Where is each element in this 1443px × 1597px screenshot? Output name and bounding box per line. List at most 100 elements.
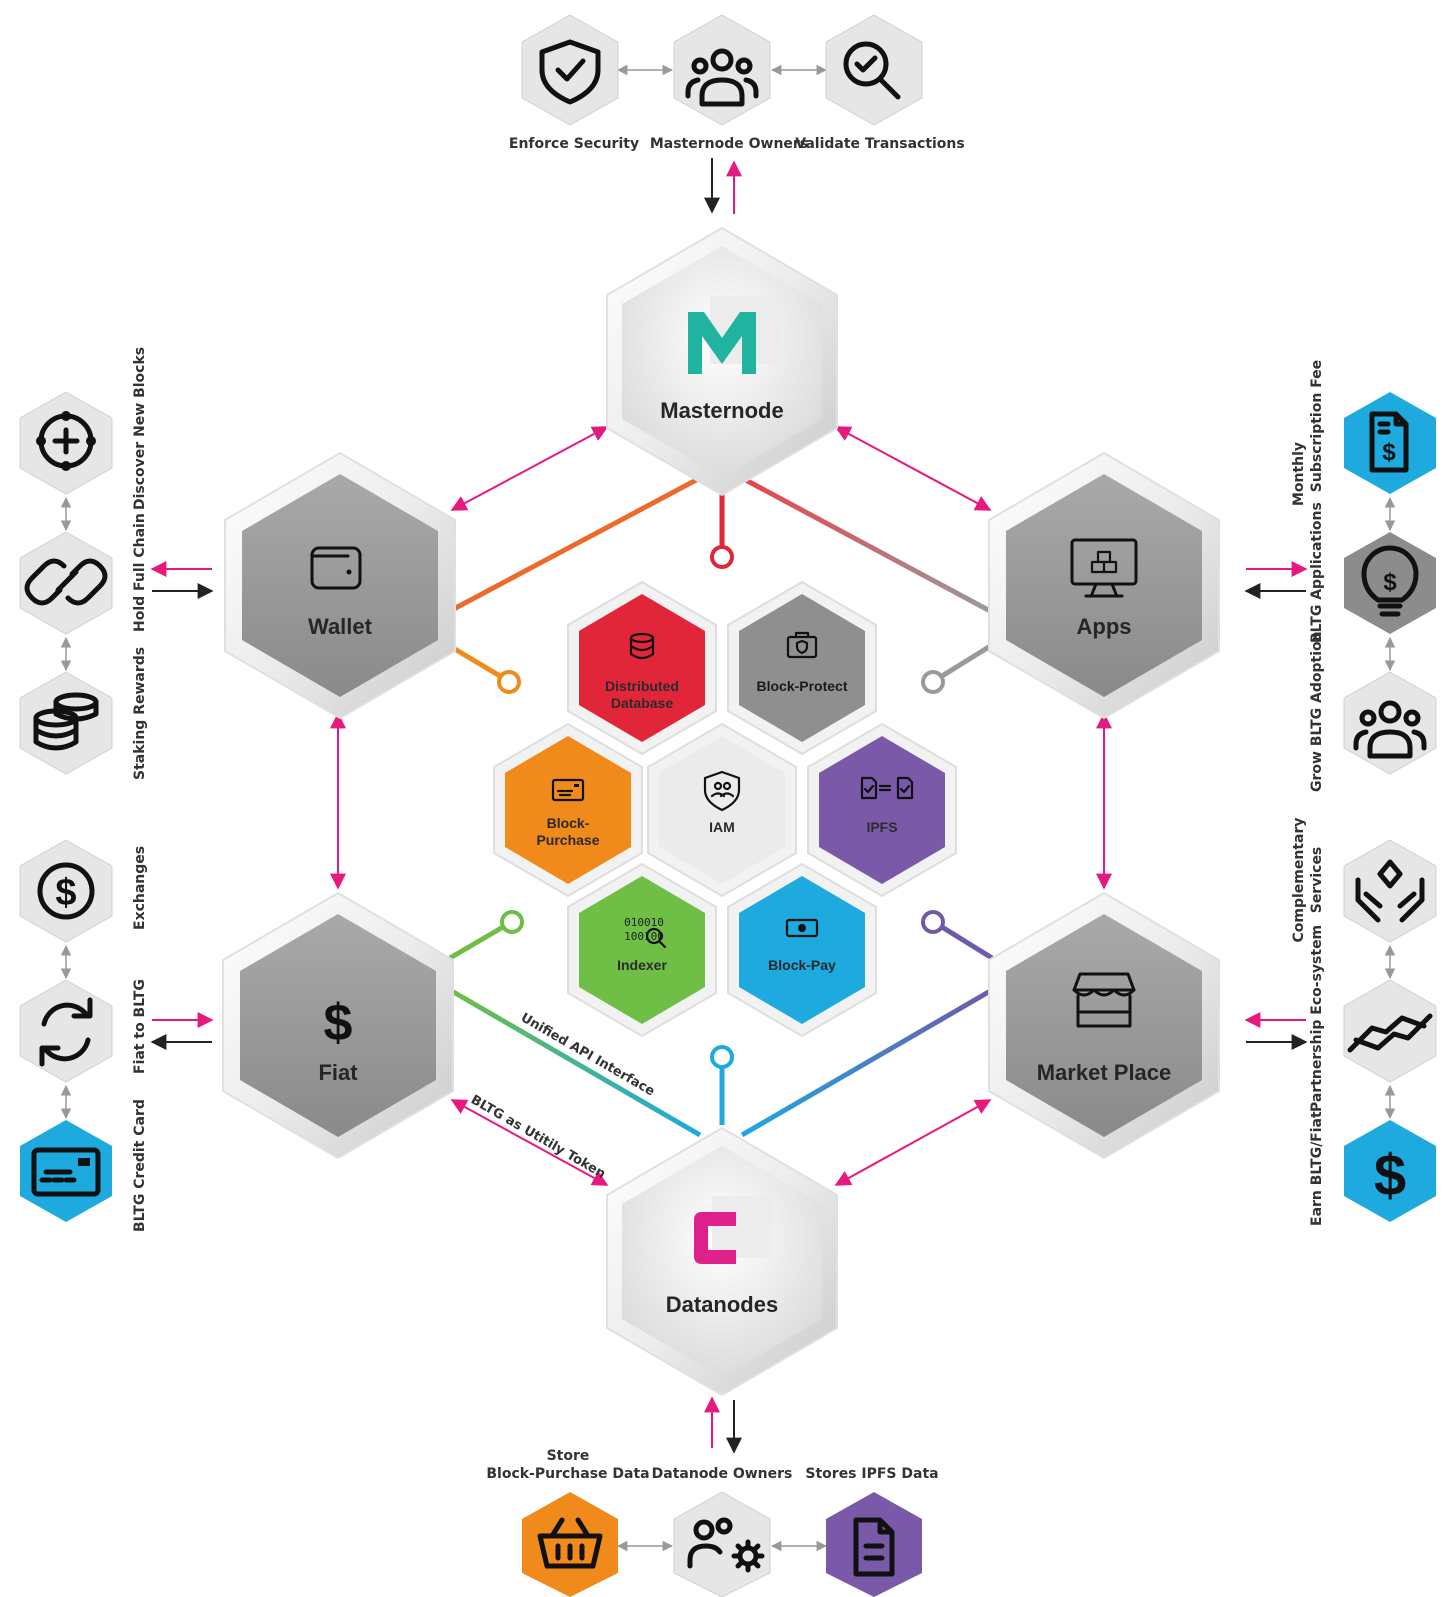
left-label-hold-full-chain: Hold Full Chain bbox=[132, 513, 148, 632]
right-label-monthly: Monthly bbox=[1291, 442, 1307, 506]
service-iam[interactable]: IAM bbox=[647, 722, 797, 898]
left-hex-fiat-to-bltg[interactable] bbox=[19, 979, 113, 1083]
service-label-block-pay: Block-Pay bbox=[768, 957, 836, 973]
hub-label-datanodes: Datanodes bbox=[666, 1292, 778, 1317]
bottom-label-store-2: Block-Purchase Data bbox=[486, 1466, 649, 1482]
bottom-group: Store Block-Purchase Data Datanode Owner… bbox=[486, 1396, 939, 1597]
service-label-block-purchase-2: Purchase bbox=[536, 832, 599, 848]
right-hex-partnership[interactable] bbox=[1343, 979, 1437, 1083]
top-label-masternode-owners: Masternode Owners bbox=[650, 136, 808, 152]
hub-label-fiat: Fiat bbox=[318, 1060, 358, 1085]
hub-masternode[interactable]: Masternode bbox=[606, 226, 838, 497]
right-bottom-group: $ Complementary Services Partnership Eco… bbox=[1244, 817, 1437, 1226]
monitor-icon bbox=[1070, 538, 1138, 598]
bottom-hex-store-block-purchase[interactable] bbox=[522, 1492, 618, 1597]
left-hex-staking-rewards[interactable] bbox=[19, 671, 113, 775]
refresh-icon bbox=[39, 997, 93, 1067]
magnifier-icon bbox=[645, 927, 667, 949]
top-hex-masternode-owners[interactable] bbox=[673, 14, 771, 126]
hands-diamond-icon bbox=[1355, 859, 1425, 923]
bottom-hex-stores-ipfs[interactable] bbox=[826, 1492, 922, 1597]
service-indexer[interactable]: 010010 100100 Indexer bbox=[567, 862, 717, 1038]
handshake-icon bbox=[1347, 1013, 1433, 1053]
service-block-pay[interactable]: Block-Pay bbox=[727, 862, 877, 1038]
right-label-complementary: Complementary bbox=[1291, 817, 1307, 942]
service-label-distributed-2: Database bbox=[611, 695, 673, 711]
edge-label-utility-token: BLTG as Utitily Token bbox=[468, 1092, 608, 1181]
dollar-icon: $ bbox=[1374, 1143, 1406, 1208]
right-label-services: Services bbox=[1309, 847, 1325, 914]
left-hex-credit-card[interactable] bbox=[20, 1120, 112, 1222]
left-hex-exchanges[interactable]: $ bbox=[19, 839, 113, 943]
invoice-icon: $ bbox=[1369, 411, 1409, 473]
service-label-ipfs: IPFS bbox=[866, 819, 897, 835]
dollar-icon: $ bbox=[324, 994, 353, 1052]
left-label-exchanges: Exchanges bbox=[132, 846, 148, 930]
left-label-credit-card: BLTG Credit Card bbox=[132, 1099, 148, 1232]
hub-label-masternode: Masternode bbox=[660, 398, 783, 423]
top-hex-validate-transactions[interactable] bbox=[825, 14, 923, 126]
service-label-block-purchase-1: Block- bbox=[547, 815, 590, 831]
shield-check-icon bbox=[539, 39, 601, 105]
basket-icon bbox=[537, 1517, 603, 1569]
hub-fiat[interactable]: $ Fiat bbox=[222, 891, 454, 1160]
cash-icon bbox=[785, 918, 819, 938]
left-label-staking-rewards: Staking Rewards bbox=[132, 647, 148, 780]
storefront-icon bbox=[1072, 972, 1136, 1028]
service-distributed-database[interactable]: Distributed Database bbox=[567, 580, 717, 756]
left-bottom-group: $ Exchanges Fiat to BLTG BLTG Credit Car… bbox=[19, 839, 214, 1232]
crosshair-plus-icon bbox=[36, 411, 96, 471]
service-block-purchase[interactable]: Block- Purchase bbox=[493, 722, 643, 898]
hub-datanodes[interactable]: Datanodes bbox=[606, 1126, 838, 1397]
datanodes-logo bbox=[694, 1196, 772, 1264]
service-label-distributed-1: Distributed bbox=[605, 678, 679, 694]
users-gear-icon bbox=[687, 1517, 765, 1573]
indexer-bits-1: 010010 bbox=[624, 916, 664, 929]
indexer-bits-2: 100100 bbox=[624, 930, 664, 943]
service-label-iam: IAM bbox=[709, 819, 735, 835]
bottom-hex-datanode-owners[interactable] bbox=[673, 1491, 771, 1597]
hub-label-apps: Apps bbox=[1077, 614, 1132, 639]
right-label-bltg-applications: BLTG Applications bbox=[1309, 502, 1325, 643]
top-hex-enforce-security[interactable] bbox=[521, 14, 619, 126]
left-label-discover-blocks: Discover New Blocks bbox=[132, 347, 148, 510]
left-hex-discover-blocks[interactable] bbox=[19, 391, 113, 495]
file-sync-icon bbox=[860, 776, 914, 800]
top-label-validate-transactions: Validate Transactions bbox=[795, 136, 964, 152]
dollar-circle-icon: $ bbox=[37, 862, 95, 920]
svg-text:$: $ bbox=[1382, 439, 1396, 466]
briefcase-shield-icon bbox=[786, 631, 818, 659]
lightbulb-dollar-icon: $ bbox=[1361, 545, 1419, 617]
hub-wallet[interactable]: Wallet bbox=[224, 451, 456, 720]
right-label-subscription-fee: Subscription Fee bbox=[1309, 360, 1325, 492]
users-group-icon bbox=[685, 48, 759, 107]
bottom-label-datanode-owners: Datanode Owners bbox=[652, 1466, 793, 1482]
right-hex-earn-bltg[interactable]: $ bbox=[1344, 1120, 1436, 1222]
service-label-block-protect: Block-Protect bbox=[756, 678, 847, 694]
left-top-group: Discover New Blocks Hold Full Chain Stak… bbox=[19, 347, 214, 780]
right-hex-complementary-services[interactable] bbox=[1343, 839, 1437, 943]
masternode-logo bbox=[688, 296, 780, 374]
ring-lines bbox=[429, 475, 1013, 1138]
right-label-partnership: Partnership Eco-system bbox=[1309, 925, 1325, 1112]
database-icon bbox=[629, 632, 655, 660]
service-label-indexer: Indexer bbox=[617, 957, 667, 973]
bottom-label-store-1: Store bbox=[547, 1448, 590, 1464]
service-block-protect[interactable]: Block-Protect bbox=[727, 580, 877, 756]
wallet-icon bbox=[310, 546, 362, 590]
shield-users-icon bbox=[703, 770, 741, 812]
right-hex-grow-adoption[interactable] bbox=[1343, 671, 1437, 775]
left-label-fiat-to-bltg: Fiat to BLTG bbox=[132, 979, 148, 1074]
hub-arrows bbox=[330, 426, 1112, 1186]
service-ipfs[interactable]: IPFS bbox=[807, 722, 957, 898]
svg-text:$: $ bbox=[55, 872, 76, 914]
right-hex-subscription-fee[interactable]: $ bbox=[1344, 392, 1436, 494]
right-hex-bltg-applications[interactable]: $ bbox=[1344, 532, 1436, 634]
hub-apps[interactable]: Apps bbox=[988, 451, 1220, 720]
top-label-enforce-security: Enforce Security bbox=[509, 136, 639, 152]
magnifier-check-icon bbox=[843, 41, 901, 100]
hub-label-market-place: Market Place bbox=[1037, 1060, 1172, 1085]
left-hex-hold-full-chain[interactable] bbox=[19, 531, 113, 635]
hub-market-place[interactable]: Market Place bbox=[988, 891, 1220, 1160]
